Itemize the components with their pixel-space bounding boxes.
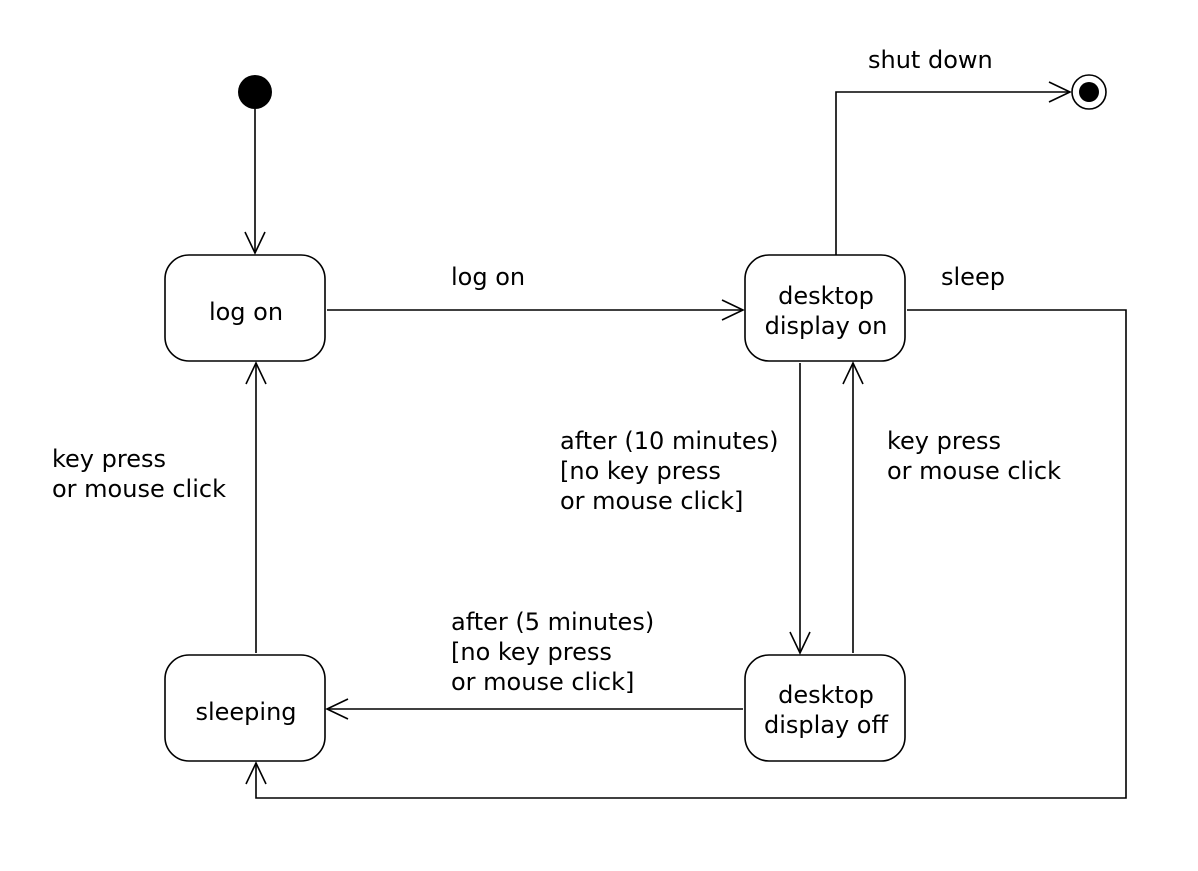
arrowhead: [244, 231, 266, 255]
label-sleep: sleep: [941, 263, 1005, 291]
arrowhead: [245, 361, 267, 385]
transition-log-on: [327, 299, 745, 321]
text-line: or mouse click: [887, 457, 1061, 485]
state-sleeping-label: sleeping: [195, 698, 296, 726]
text-line: or mouse click]: [560, 487, 743, 515]
transition-after-5-minutes: [325, 698, 743, 720]
text-line: [no key press: [560, 457, 721, 485]
text-line: display on: [765, 312, 888, 340]
state-desktop-display-on-box[interactable]: [744, 254, 906, 362]
state-log-on-label: log on: [209, 298, 283, 326]
transition-after-10-minutes: [789, 363, 811, 655]
text-line: sleep: [941, 263, 1005, 291]
transition-wake-sleep: [245, 361, 267, 653]
state-log-on-box[interactable]: [164, 254, 326, 362]
text-line: or mouse click]: [451, 668, 634, 696]
transition-wake-display: [842, 361, 864, 653]
text-line: desktop: [778, 282, 874, 310]
label-log-on: log on: [451, 263, 525, 291]
text-line: desktop: [778, 681, 874, 709]
text-line: [no key press: [451, 638, 612, 666]
arrowhead: [325, 698, 349, 720]
text-line: or mouse click: [52, 475, 226, 503]
transition-shut-down: [835, 81, 1072, 255]
arrowhead: [842, 361, 864, 385]
state-desktop-display-off-box[interactable]: [744, 654, 906, 762]
initial-state: [238, 75, 272, 109]
arrowhead: [721, 299, 745, 321]
text-line: display off: [764, 711, 889, 739]
text-line: after (10 minutes): [560, 427, 778, 455]
label-shut-down: shut down: [868, 46, 993, 74]
text-line: log on: [209, 298, 283, 326]
final-state: [1071, 74, 1107, 110]
text-line: key press: [887, 427, 1001, 455]
state-sleeping-box[interactable]: [164, 654, 326, 762]
transition-initial-to-log-on: [244, 109, 266, 255]
transition-sleep: [245, 309, 1127, 799]
text-line: after (5 minutes): [451, 608, 654, 636]
text-line: sleeping: [195, 698, 296, 726]
arrowhead: [1048, 81, 1072, 103]
arrowhead: [245, 761, 267, 785]
text-line: key press: [52, 445, 166, 473]
arrowhead: [789, 631, 811, 655]
text-line: log on: [451, 263, 525, 291]
text-line: shut down: [868, 46, 993, 74]
